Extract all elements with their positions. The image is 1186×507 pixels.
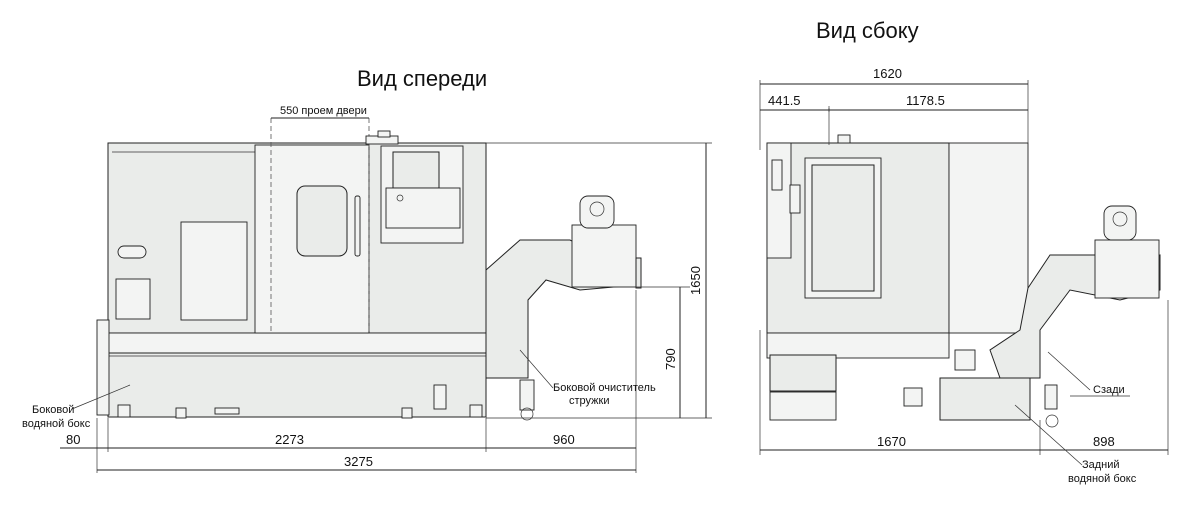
front-access-panel: [180, 221, 248, 321]
door-opening-label: 550 проем двери: [280, 105, 367, 117]
dim-80: 80: [66, 432, 80, 447]
dim-960: 960: [553, 432, 575, 447]
door-handle: [354, 195, 361, 257]
front-dimensions: 550 проем двери 1650 790 80 2273 960 327…: [22, 105, 712, 473]
rear-water-box-shape: [939, 377, 1031, 421]
front-view-title: Вид спереди: [357, 66, 487, 91]
control-screen: [392, 151, 440, 189]
dim-2273: 2273: [275, 432, 304, 447]
chip-conveyor-label-1: Боковой очиститель: [553, 382, 656, 394]
side-view-title: Вид сбоку: [816, 18, 919, 43]
side-water-box-label-1: Боковой: [32, 404, 74, 416]
conveyor-motor: [571, 224, 637, 288]
dim-898: 898: [1093, 434, 1115, 449]
side-water-box-label-2: водяной бокс: [22, 418, 91, 430]
side-rear-panel: [948, 142, 1029, 334]
dim-3275: 3275: [344, 454, 373, 469]
door-window: [296, 185, 348, 257]
rear-water-box-label-2: водяной бокс: [1068, 473, 1137, 485]
side-water-box-shape: [96, 319, 110, 416]
rear-label: Сзади: [1093, 384, 1125, 396]
front-base-top: [107, 332, 487, 354]
side-base-box: [769, 354, 837, 392]
dim-side-width: 1620: [873, 66, 902, 81]
dim-1178: 1178.5: [906, 93, 945, 108]
rear-water-box-label-1: Задний: [1082, 459, 1120, 471]
side-dimensions: 1620 441.5 1178.5 1670 898 Сзади Задний …: [759, 66, 1169, 485]
front-view: [96, 118, 642, 421]
chip-conveyor-label-2: стружки: [569, 395, 609, 407]
dim-1670: 1670: [877, 434, 906, 449]
dim-height-total: 1650: [688, 266, 703, 295]
front-base: [107, 352, 487, 418]
dim-height-conveyor: 790: [663, 348, 678, 370]
dim-441: 441.5: [768, 93, 801, 108]
side-view: [766, 108, 1161, 428]
